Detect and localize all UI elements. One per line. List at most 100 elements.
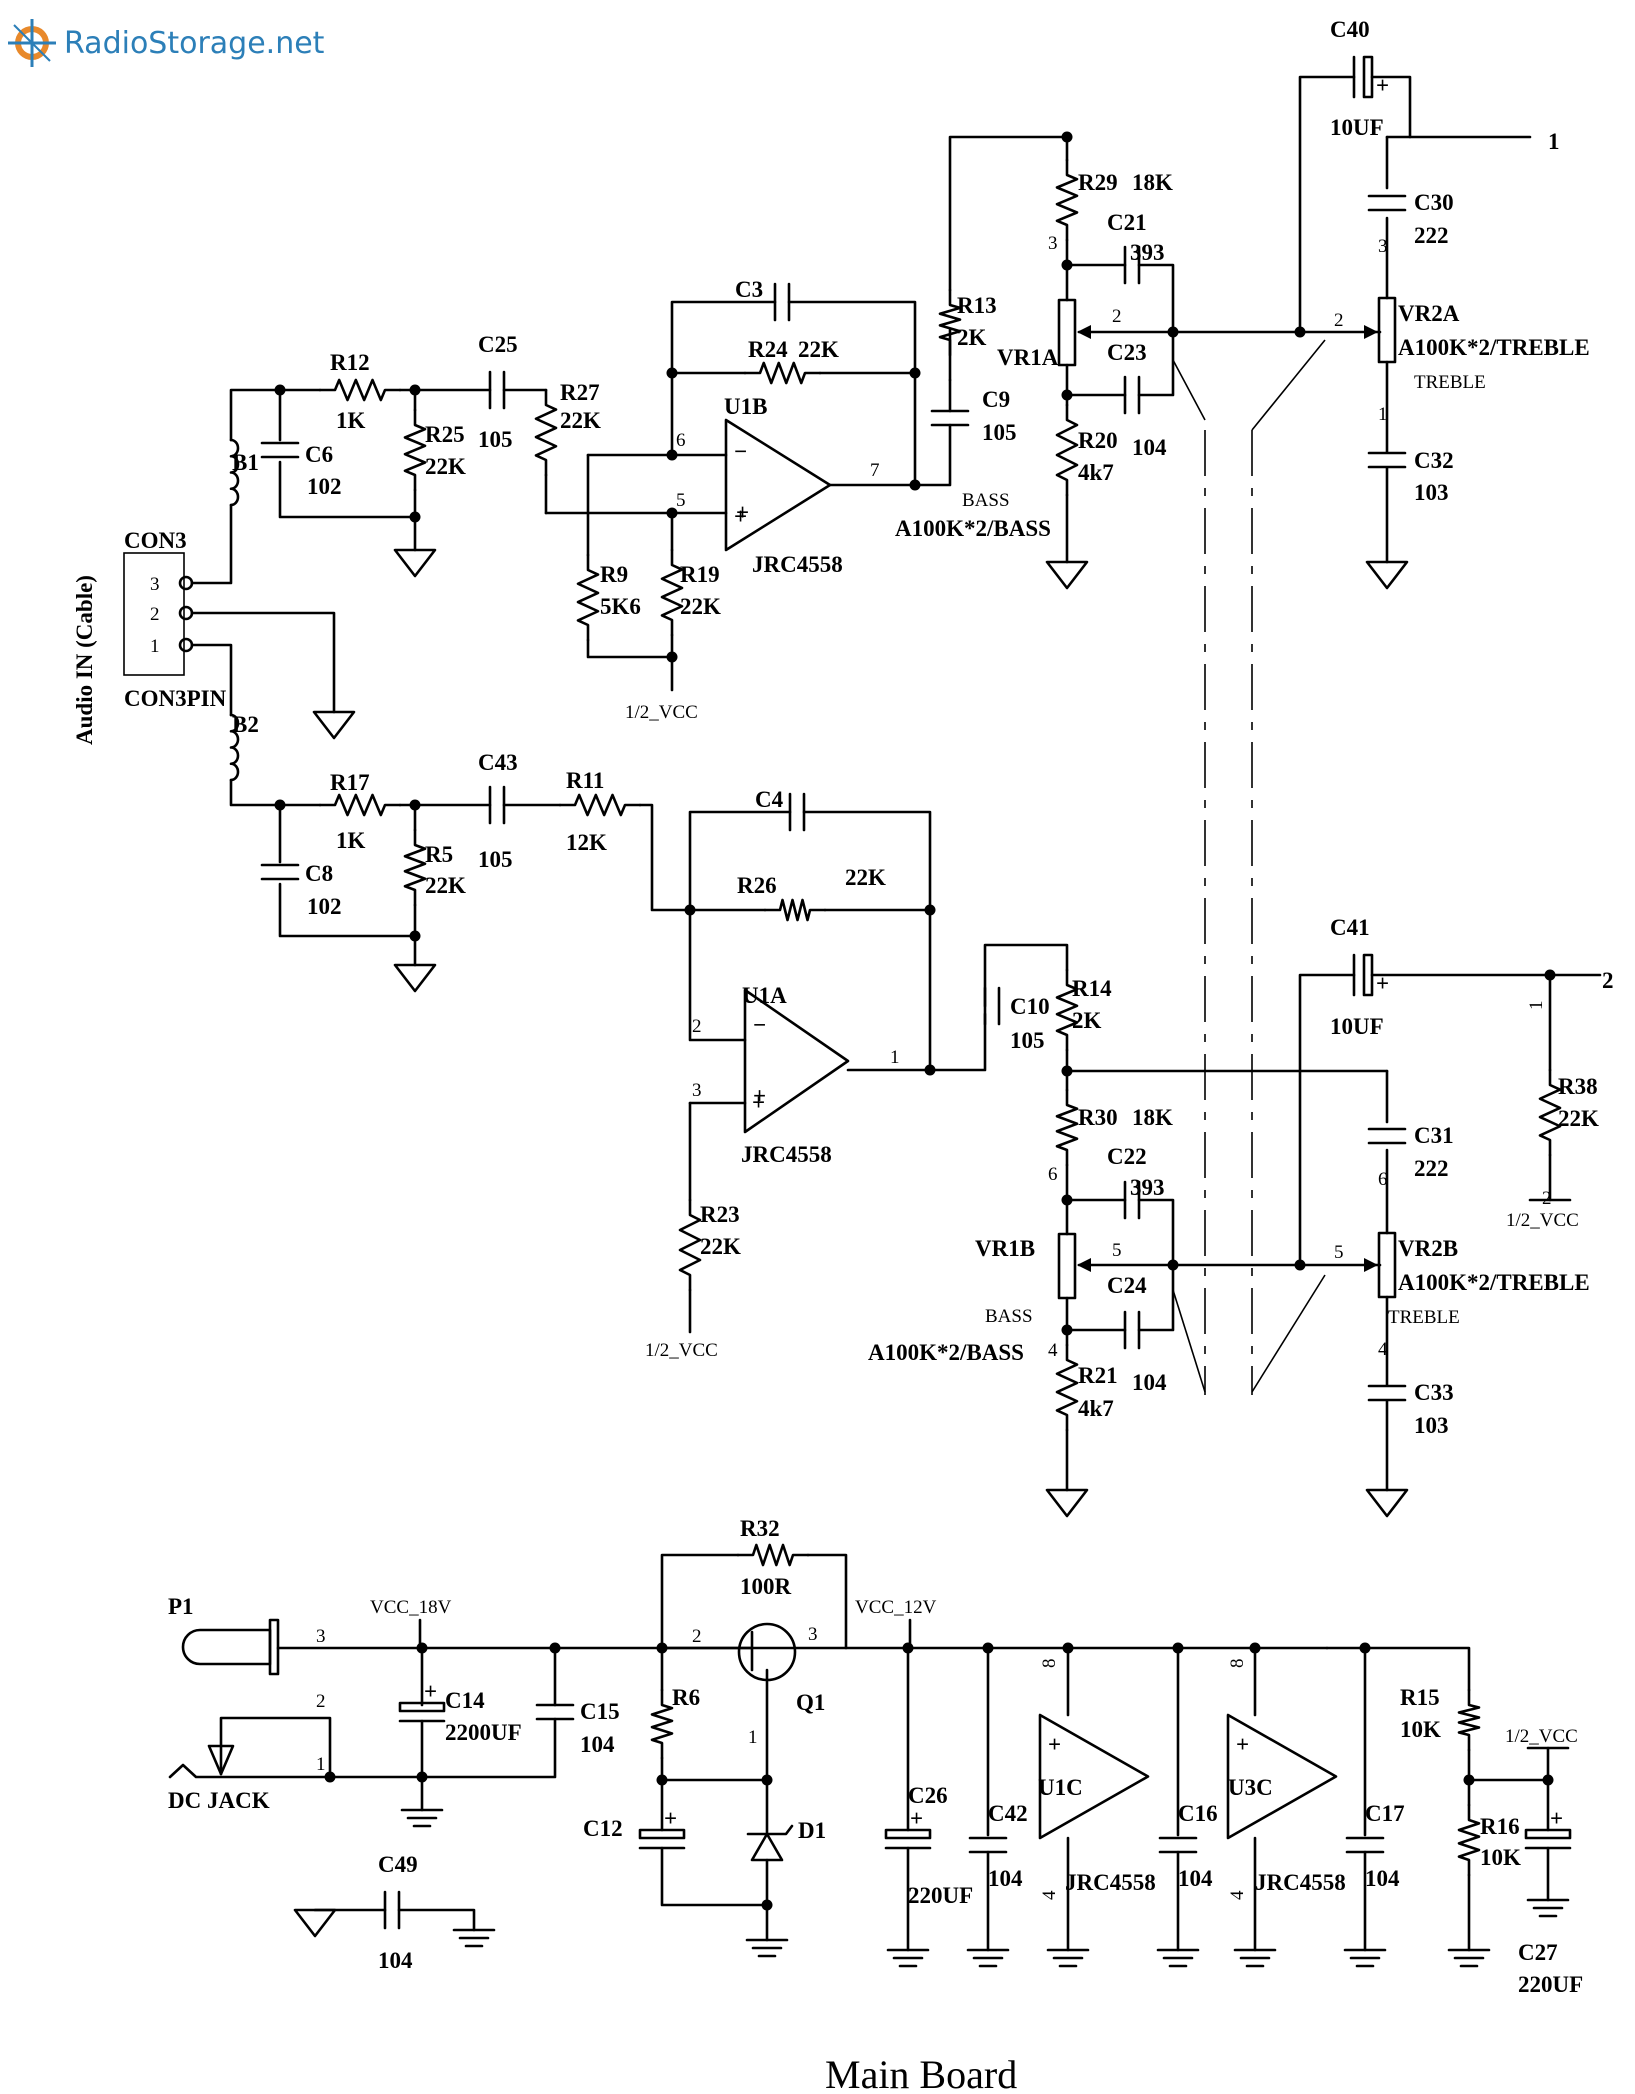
opamp-u1b: −+	[724, 418, 832, 552]
svg-text:−: −	[753, 1013, 766, 1038]
resistor-r20	[1055, 403, 1079, 497]
connector-con3	[123, 552, 185, 676]
connector-pin	[178, 605, 194, 621]
wiper-arrow	[1364, 1258, 1378, 1272]
capacitor-c6	[260, 441, 300, 459]
pin-number: 4	[1378, 1339, 1388, 1360]
svg-text:+: +	[1048, 1732, 1061, 1757]
c31-label: C31	[1414, 1123, 1454, 1148]
c42-label: C42	[988, 1801, 1028, 1826]
wire	[229, 388, 282, 442]
gang-link	[1172, 359, 1206, 421]
gang-link	[1251, 1274, 1326, 1393]
pin-number: 3	[808, 1624, 818, 1645]
wire	[190, 643, 233, 717]
capacitor-c31	[1367, 1127, 1407, 1145]
r29-label: R29	[1078, 170, 1118, 195]
svg-text:+: +	[664, 1806, 677, 1831]
wire	[787, 300, 917, 487]
resistor-r13	[938, 288, 962, 357]
capacitor-c43	[488, 785, 506, 825]
c41-label: C41	[1330, 915, 1370, 940]
potentiometer-vr2a	[1377, 296, 1397, 364]
c10-label: C10	[1010, 994, 1050, 1019]
u1b-label: U1B	[724, 394, 767, 419]
junction-dot	[409, 511, 421, 523]
pin-number: 7	[870, 460, 880, 481]
r29-value: 18K	[1132, 170, 1173, 195]
potentiometer-vr1b	[1057, 1232, 1077, 1300]
pin-number: 2	[1112, 306, 1122, 327]
net-vcc18: VCC_18V	[370, 1597, 452, 1618]
pin-number: 2	[692, 1016, 702, 1037]
wire	[660, 1756, 769, 1782]
r32-label: R32	[740, 1516, 780, 1541]
wire	[913, 423, 952, 487]
capacitor-c40: +	[1352, 55, 1389, 99]
wire	[948, 135, 1069, 292]
pin-number: 3	[692, 1080, 702, 1101]
c3-label: C3	[735, 277, 763, 302]
wire	[660, 1846, 769, 1907]
resistor-r9	[576, 553, 600, 642]
ground-icon	[886, 1948, 930, 1968]
output-2: 2	[1602, 968, 1614, 993]
c15-value: 104	[580, 1732, 615, 1757]
wire	[397, 1908, 476, 1932]
ground-icon	[1233, 1948, 1277, 1968]
ground-icon	[1046, 1948, 1090, 1968]
pin-number: 3	[316, 1626, 326, 1647]
r15-label: R15	[1400, 1685, 1440, 1710]
main-board-caption: Main Board	[825, 2052, 1017, 2094]
r12-label: R12	[330, 350, 370, 375]
r17-label: R17	[330, 770, 370, 795]
r24-label: R24	[748, 337, 788, 362]
wire	[1137, 1263, 1175, 1332]
wire	[219, 1716, 332, 1779]
r30-value: 18K	[1132, 1105, 1173, 1130]
resistor-r17	[318, 793, 402, 817]
capacitor-c49	[383, 1890, 401, 1930]
c9-value: 105	[982, 420, 1017, 445]
r16-value: 10K	[1480, 1845, 1521, 1870]
r9-label: R9	[600, 562, 628, 587]
r13-label: R13	[957, 293, 997, 318]
r19-value: 22K	[680, 594, 721, 619]
c25-label: C25	[478, 332, 518, 357]
r32-value: 100R	[740, 1574, 792, 1599]
vr1a-label: BASS	[962, 490, 1010, 511]
capacitor-c25	[488, 370, 506, 410]
gang-link	[1251, 339, 1326, 431]
zener-d1	[750, 1832, 784, 1862]
c30-value: 222	[1414, 223, 1449, 248]
vr1b-ref: VR1B	[975, 1236, 1035, 1261]
pin-number: 6	[1378, 1169, 1388, 1190]
c32-label: C32	[1414, 448, 1454, 473]
c14-label: C14	[445, 1688, 485, 1713]
c4-label: C4	[755, 787, 784, 812]
c8-label: C8	[305, 861, 333, 886]
resistor-r19	[660, 548, 684, 637]
zener-d1-bar	[746, 1824, 794, 1836]
resistor-r14	[1055, 968, 1079, 1052]
ground-icon	[1045, 1488, 1089, 1518]
watermark-site: RadioStorage.net	[64, 25, 325, 61]
pin-number: 3	[1048, 233, 1058, 254]
wire	[1137, 330, 1175, 397]
wire	[1370, 75, 1532, 139]
svg-text:+: +	[1376, 971, 1389, 996]
resistor-r21	[1055, 1343, 1079, 1432]
r26-value: 22K	[845, 865, 886, 890]
resistor-r15	[1457, 1688, 1481, 1752]
resistor-r16	[1457, 1803, 1481, 1877]
capacitor-c16	[1158, 1836, 1198, 1854]
wire	[1298, 75, 1356, 334]
resistor-r24	[743, 361, 822, 385]
c43-label: C43	[478, 750, 518, 775]
dc-plug-p1	[181, 1628, 272, 1666]
resistor-r6	[650, 1688, 674, 1760]
resistor-r29	[1055, 158, 1079, 242]
c12-label: C12	[583, 1816, 623, 1841]
capacitor-c42	[968, 1836, 1008, 1854]
